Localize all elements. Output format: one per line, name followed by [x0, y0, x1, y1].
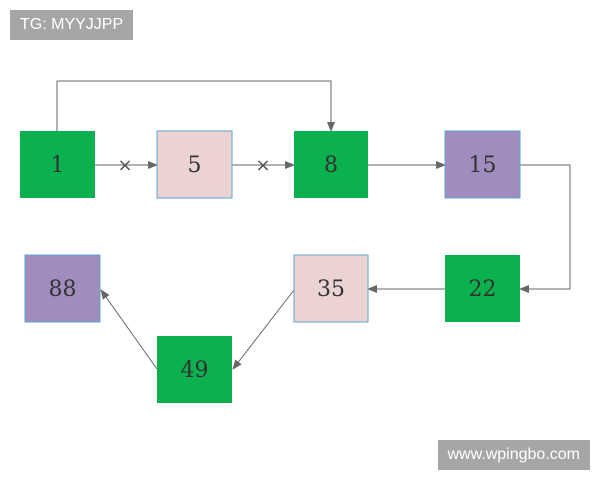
node-88: 88	[24, 254, 101, 323]
node-15: 15	[444, 130, 521, 199]
node-49-label: 49	[181, 358, 209, 383]
node-5-label: 5	[188, 153, 202, 178]
watermark-tag-top: TG: MYYJJPP	[10, 10, 134, 40]
node-8-label: 8	[324, 153, 338, 178]
watermark-tag-bottom: www.wpingbo.com	[437, 440, 590, 470]
node-35-box	[293, 254, 369, 323]
connector-1-to-8	[56, 80, 335, 132]
node-15-label: 15	[469, 153, 497, 178]
node-8-box	[294, 131, 368, 198]
node-88-label: 88	[49, 277, 77, 302]
node-49: 49	[157, 336, 232, 403]
node-22-box	[445, 255, 520, 322]
connectors-layer: × ×	[56, 80, 571, 370]
node-22: 22	[445, 255, 520, 322]
connector-49-to-88	[100, 289, 158, 370]
node-1-label: 1	[51, 153, 65, 178]
connector-5-to-8-marker: ×	[255, 155, 270, 176]
node-1-box	[20, 131, 95, 198]
node-22-label: 22	[469, 277, 497, 302]
node-8: 8	[294, 131, 368, 198]
nodes-layer: 1 5 8 15 22 35 49	[20, 130, 521, 403]
node-15-box	[444, 130, 521, 199]
node-5: 5	[156, 130, 233, 199]
node-5-box	[156, 130, 233, 199]
connector-15-to-22	[519, 164, 571, 293]
node-35-label: 35	[317, 277, 345, 302]
connector-1-to-5-marker: ×	[117, 155, 132, 176]
node-35: 35	[293, 254, 369, 323]
node-49-box	[157, 336, 232, 403]
node-1: 1	[20, 131, 95, 198]
node-88-box	[24, 254, 101, 323]
connector-35-to-49	[232, 289, 295, 370]
